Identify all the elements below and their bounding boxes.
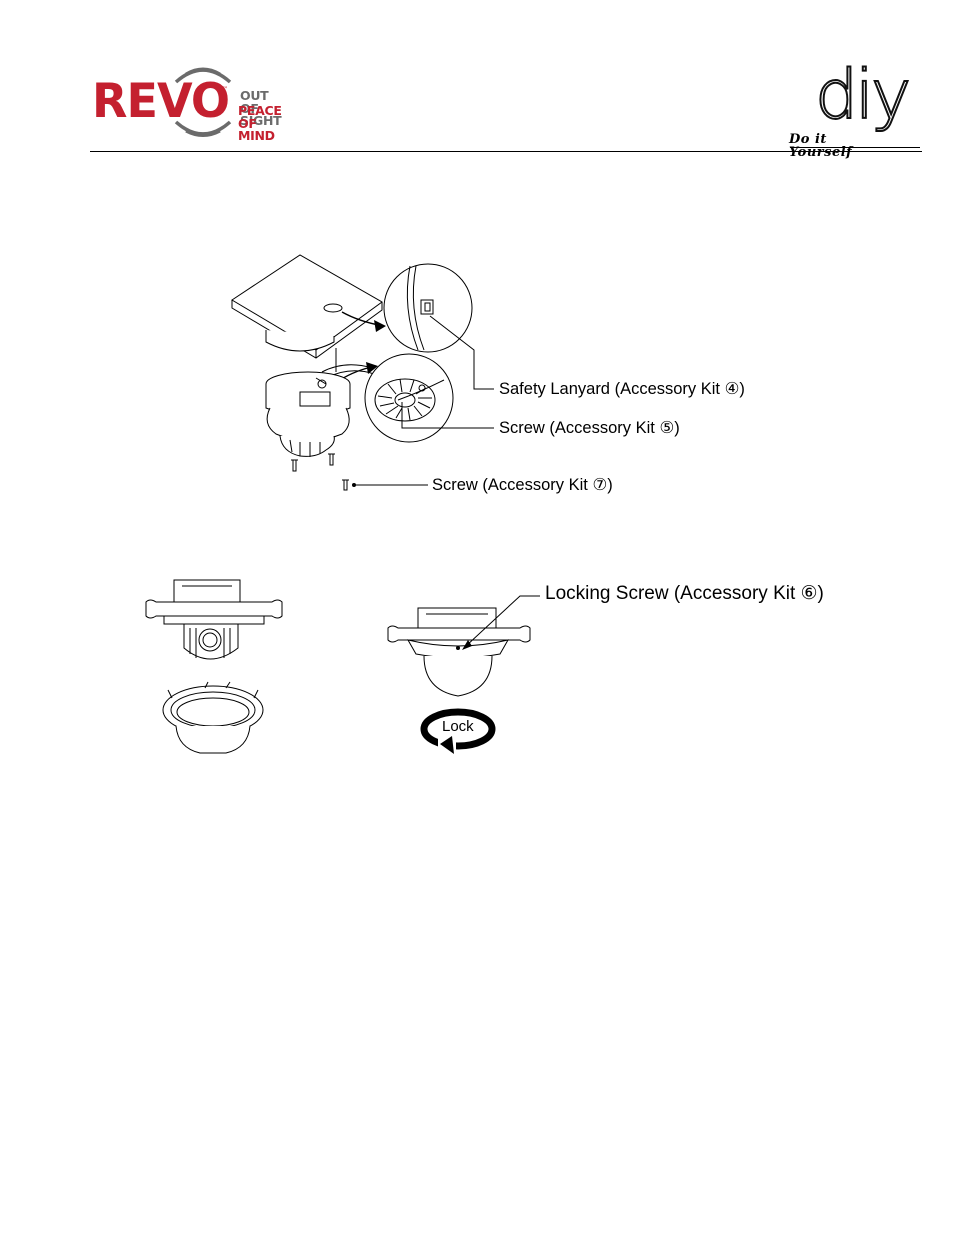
header-rule bbox=[90, 151, 922, 152]
locking-screw-leader bbox=[462, 595, 540, 650]
ceiling-section-left bbox=[145, 579, 283, 625]
diy-subtitle: Do it Yourself bbox=[789, 132, 853, 160]
tagline-line1: OUT OF SIGHT bbox=[240, 88, 282, 128]
revo-logo-arcs bbox=[174, 67, 232, 137]
trademark-mark: ™ bbox=[222, 86, 228, 93]
dome-cover-left bbox=[162, 681, 264, 754]
brand-name: REVO bbox=[92, 74, 230, 129]
detail-circle-lanyard-anchor bbox=[383, 263, 473, 353]
callout-screw-kit5: Screw (Accessory Kit ⑤) bbox=[499, 419, 680, 437]
camera-module-left bbox=[183, 623, 239, 660]
ceiling-mount-cylinder bbox=[265, 330, 335, 352]
lock-label: Lock bbox=[442, 718, 474, 735]
tagline-line2: PEACE OF MIND bbox=[238, 103, 282, 143]
lock-rotation-icon bbox=[420, 708, 496, 754]
figure-dome-locking: Locking Screw (Accessory Kit ⑥) Lock bbox=[0, 520, 954, 780]
ceiling-section-right bbox=[387, 607, 531, 659]
header: REVO ™ OUT OF SIGHT PEACE OF MIND diy Do… bbox=[0, 0, 954, 160]
callout-leaders bbox=[342, 315, 494, 491]
dome-camera bbox=[265, 371, 351, 457]
callout-safety-lanyard: Safety Lanyard (Accessory Kit ④) bbox=[499, 380, 745, 398]
diy-underline bbox=[790, 147, 920, 148]
figure1-drawing bbox=[231, 254, 494, 491]
figure-mounting-lanyard: Safety Lanyard (Accessory Kit ④) Screw (… bbox=[0, 0, 954, 520]
mounting-screws bbox=[291, 453, 335, 472]
callout-screw-kit7: Screw (Accessory Kit ⑦) bbox=[432, 476, 613, 494]
figure2-drawing bbox=[145, 579, 540, 754]
callout-locking-screw: Locking Screw (Accessory Kit ⑥) bbox=[545, 583, 824, 604]
detail-arrow-top bbox=[341, 311, 386, 332]
detail-circle-screw bbox=[364, 353, 454, 443]
dome-cover-right bbox=[423, 646, 493, 697]
diy-logo-text: diy bbox=[814, 56, 912, 135]
